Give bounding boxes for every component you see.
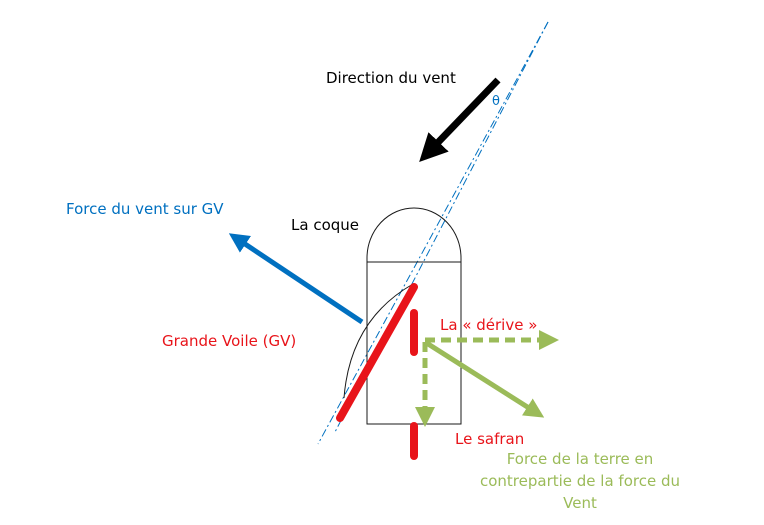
wind-direction-label: Direction du vent — [326, 69, 456, 87]
force-gv-label: Force du vent sur GV — [66, 200, 224, 218]
theta-label: θ — [492, 94, 500, 109]
ground-force-label: Force de la terre en contrepartie de la … — [479, 450, 681, 512]
rudder-label: Le safran — [455, 430, 525, 448]
hull-bow — [366, 207, 462, 262]
leeway-label: La « dérive » — [440, 316, 538, 334]
mainsail — [336, 283, 418, 422]
wind-arrow — [419, 77, 501, 163]
ground-force-arrow — [423, 339, 545, 418]
force-gv-arrow — [228, 233, 364, 325]
mainsail-label: Grande Voile (GV) — [162, 332, 297, 350]
hull-label: La coque — [291, 216, 359, 234]
wind-reference-line-left — [317, 21, 549, 445]
sail-curve — [343, 283, 414, 399]
